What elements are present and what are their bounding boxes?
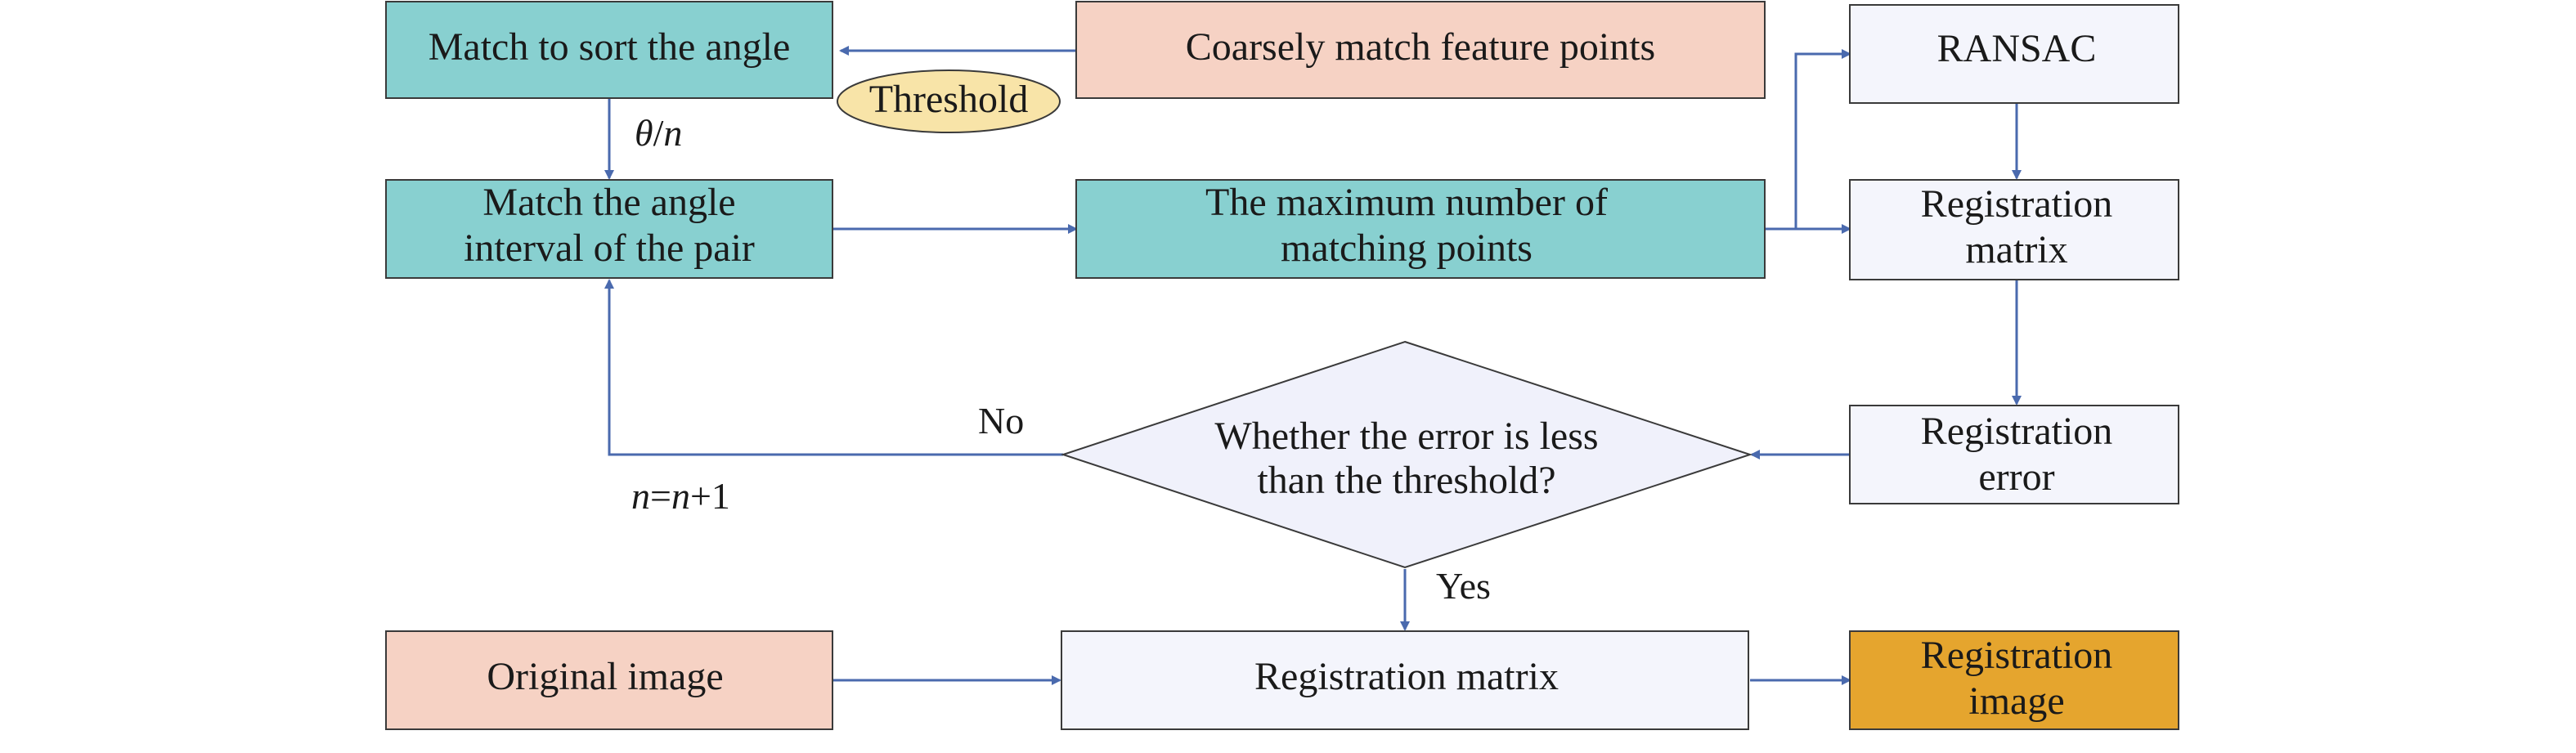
node-original-image-label: Original image xyxy=(487,655,723,698)
label-theta-n-n: n xyxy=(663,112,682,154)
node-threshold-ellipse xyxy=(837,69,1061,133)
node-registration-image-line2: image xyxy=(1968,679,2064,723)
node-registration-error-line1: Registration xyxy=(1921,410,2113,453)
label-theta-n: θ/n xyxy=(635,112,682,154)
node-registration-matrix-top-line1: Registration xyxy=(1921,182,2113,226)
node-registration-matrix-top: Registration matrix xyxy=(1849,179,2179,280)
label-n-update-plus1: +1 xyxy=(690,475,730,517)
node-match-angle-interval-line2: interval of the pair xyxy=(464,226,755,270)
edges xyxy=(604,46,2022,685)
node-max-matching-points: The maximum number of matching points xyxy=(1075,179,1766,279)
node-registration-matrix-bottom-label: Registration matrix xyxy=(1254,655,1559,698)
node-decision-error: Whether the error is less than the thres… xyxy=(1060,340,1753,569)
node-original-image: Original image xyxy=(385,630,833,730)
node-match-sort-angle-box xyxy=(385,1,833,99)
node-registration-matrix-top-box xyxy=(1849,179,2179,280)
node-ransac-box xyxy=(1849,4,2179,104)
label-yes: Yes xyxy=(1436,565,1491,607)
label-theta-n-slash: / xyxy=(653,112,664,154)
edge-max-to-ransac xyxy=(1765,49,1851,231)
node-threshold: Threshold xyxy=(837,69,1061,133)
node-ransac-label: RANSAC xyxy=(1937,27,2097,70)
node-registration-image-line1: Registration xyxy=(1921,634,2113,677)
node-coarse-match-box xyxy=(1075,1,1766,99)
node-decision-error-line1: Whether the error is less xyxy=(1214,415,1598,458)
node-registration-image-box xyxy=(1849,630,2179,730)
node-registration-matrix-bottom: Registration matrix xyxy=(1061,630,1749,730)
node-decision-error-diamond xyxy=(1060,340,1753,569)
label-n-update-n1: n xyxy=(631,475,650,517)
node-registration-matrix-top-line2: matrix xyxy=(1965,228,2067,271)
node-threshold-label: Threshold xyxy=(869,78,1029,121)
node-ransac: RANSAC xyxy=(1849,4,2179,104)
node-registration-image: Registration image xyxy=(1849,630,2179,730)
edge-decision-no-to-interval xyxy=(604,279,1063,456)
node-registration-matrix-bottom-box xyxy=(1061,630,1749,730)
node-match-angle-interval: Match the angle interval of the pair xyxy=(385,179,833,279)
node-max-matching-points-line1: The maximum number of xyxy=(1205,181,1608,224)
node-match-angle-interval-line1: Match the angle xyxy=(482,181,735,224)
label-n-update-eq: = xyxy=(650,475,671,517)
node-match-angle-interval-box xyxy=(385,179,833,279)
node-coarse-match-label: Coarsely match feature points xyxy=(1186,25,1655,69)
node-max-matching-points-box xyxy=(1075,179,1766,279)
label-no: No xyxy=(978,400,1024,441)
label-theta-n-theta: θ xyxy=(635,112,653,154)
node-registration-error-line2: error xyxy=(1978,455,2054,499)
node-original-image-box xyxy=(385,630,833,730)
node-match-sort-angle: Match to sort the angle xyxy=(385,1,833,99)
label-n-update-n2: n xyxy=(671,475,690,517)
node-decision-error-line2: than the threshold? xyxy=(1257,459,1555,502)
label-n-update: n=n+1 xyxy=(631,475,730,517)
node-coarse-match: Coarsely match feature points xyxy=(1075,1,1766,99)
node-registration-error: Registration error xyxy=(1849,405,2179,504)
node-max-matching-points-line2: matching points xyxy=(1281,226,1533,270)
node-registration-error-box xyxy=(1849,405,2179,504)
node-match-sort-angle-label: Match to sort the angle xyxy=(429,25,791,69)
